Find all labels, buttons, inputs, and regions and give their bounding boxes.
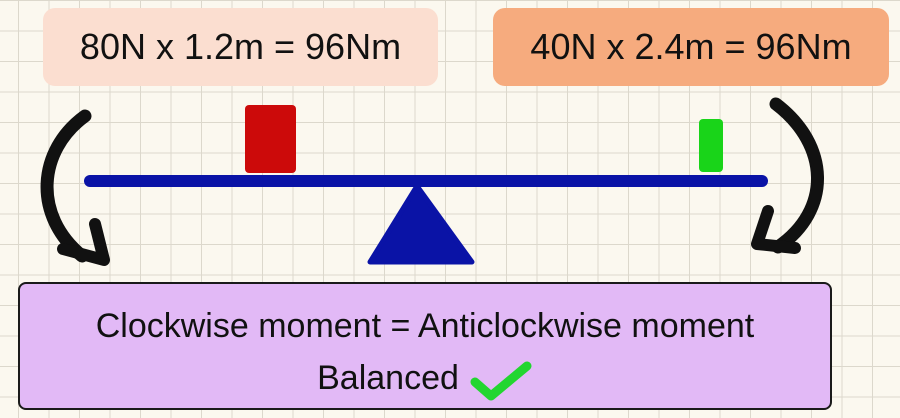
left-curved-arrow <box>40 109 92 263</box>
left-moment-equation: 80N x 1.2m = 96Nm <box>79 26 402 67</box>
left-moment-equation-box: 80N x 1.2m = 96Nm <box>43 8 438 86</box>
right-moment-equation: 40N x 2.4m = 96Nm <box>530 26 852 67</box>
left-weight <box>245 105 296 173</box>
conclusion-box: Clockwise moment = Anticlockwise moment … <box>18 282 832 410</box>
left-arrow-head <box>57 218 110 266</box>
balanced-line: Balanced <box>20 354 830 402</box>
right-arrow-head <box>751 205 801 254</box>
right-moment-equation-box: 40N x 2.4m = 96Nm <box>493 8 889 86</box>
right-weight <box>699 119 723 172</box>
fulcrum-triangle <box>367 183 475 265</box>
balanced-label: Balanced <box>317 358 459 397</box>
right-curved-arrow <box>769 97 824 254</box>
check-icon <box>470 361 532 401</box>
moment-equality-statement: Clockwise moment = Anticlockwise moment <box>95 307 755 345</box>
